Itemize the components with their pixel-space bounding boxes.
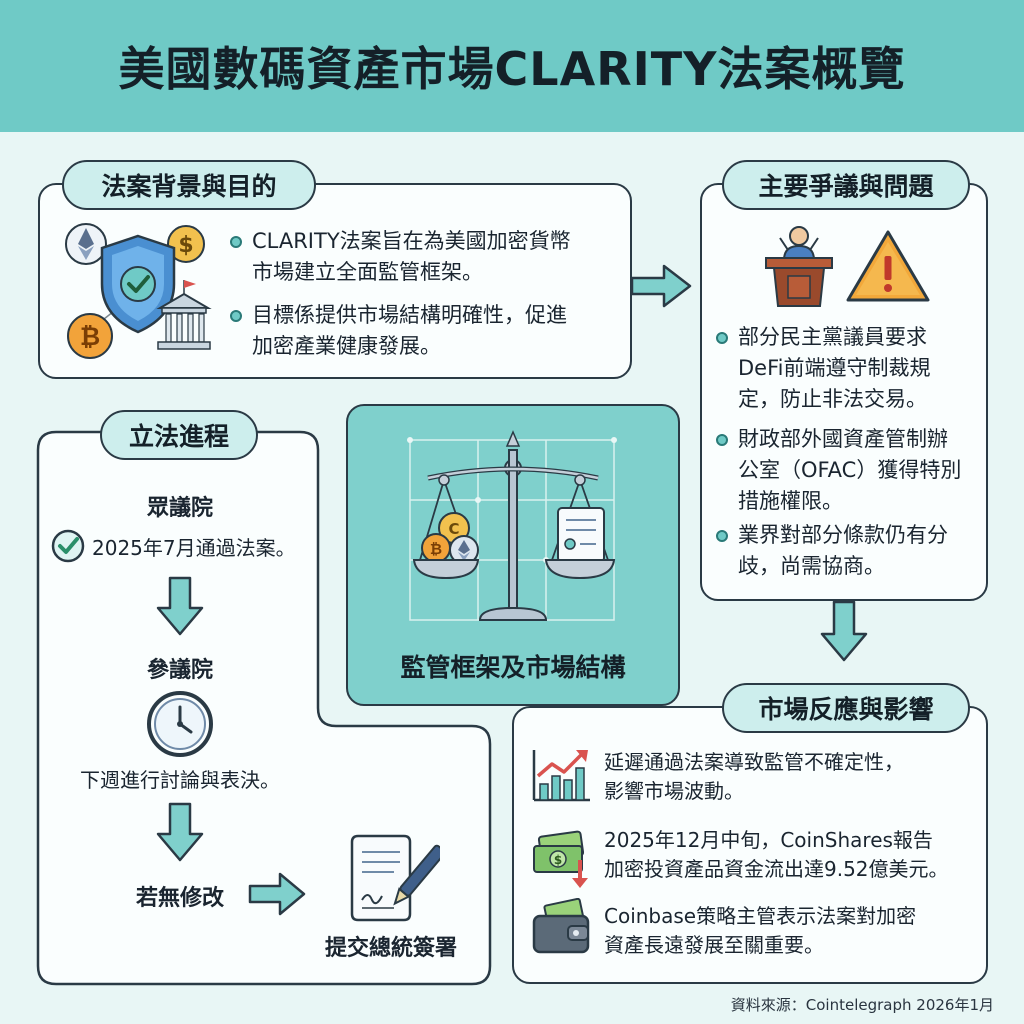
- center-framework-label: 監管框架及市場結構: [400, 653, 626, 682]
- svg-text:₿: ₿: [430, 540, 442, 558]
- arrow-down-icon: [156, 576, 204, 636]
- arrow-down-icon: [820, 600, 868, 662]
- presidential-signature-label: 提交總統簽署: [324, 936, 457, 961]
- crypto-coins-icon: C ₿: [421, 512, 479, 565]
- check-circle-icon: [51, 529, 85, 563]
- disputes-panel: [700, 183, 988, 601]
- market-item-3-text: Coinbase策略主管表示法案對加密 資產長遠發展至關重要。: [604, 904, 917, 957]
- disputes-heading: 主要爭議與問題: [722, 160, 970, 210]
- podium-speaker-icon: [765, 226, 833, 307]
- svg-text:$: $: [554, 853, 562, 867]
- bullet-dot: [230, 310, 242, 322]
- bullet-dot: [716, 332, 728, 344]
- house-label: 眾議院: [146, 496, 213, 521]
- disputes-bullet-1: 部分民主黨議員要求 DeFi前端遵守制裁規 定，防止非法交易。: [716, 322, 984, 415]
- svg-text:C: C: [448, 520, 459, 538]
- process-heading: 立法進程: [100, 410, 258, 460]
- bullet-dot: [716, 434, 728, 446]
- arrow-down-icon: [156, 802, 204, 862]
- chart-up-icon: [532, 750, 590, 802]
- bitcoin-icon: ₿: [67, 313, 113, 359]
- page-title: 美國數碼資產市場CLARITY法案概覽: [118, 42, 906, 96]
- title-banner: 美國數碼資產市場CLARITY法案概覽: [0, 0, 1024, 132]
- disputes-bullet-3: 業界對部分條款仍有分 歧，尚需協商。: [716, 520, 984, 582]
- market-item-2-text: 2025年12月中旬，CoinShares報告 加密投資產品資金流出達9.52億…: [604, 828, 949, 881]
- document-icon: [557, 507, 605, 563]
- disputes-bullet-2: 財政部外國資產管制辦 公室（OFAC）獲得特別 措施權限。: [716, 424, 984, 517]
- disputes-illustration: [765, 226, 930, 307]
- clock-icon: [147, 691, 213, 757]
- bullet-dot: [716, 530, 728, 542]
- background-bullet-1: CLARITY法案旨在為美國加密貨幣 市場建立全面監管框架。: [230, 226, 620, 288]
- warning-icon: [846, 230, 930, 302]
- market-panel: [512, 706, 988, 984]
- market-heading: 市場反應與影響: [722, 683, 970, 733]
- wallet-icon: [532, 898, 590, 954]
- bullet-dot: [230, 236, 242, 248]
- market-item-1-text: 延遲通過法案導致監管不確定性， 影響市場波動。: [604, 750, 904, 803]
- svg-text:₿: ₿: [80, 322, 100, 351]
- bank-building-icon: [156, 280, 212, 350]
- senate-label: 參議院: [146, 658, 213, 683]
- dollar-coin-icon: $: [167, 225, 205, 263]
- house-status: 2025年7月通過法案。: [50, 528, 320, 564]
- balance-scale-icon: C ₿: [407, 430, 617, 621]
- background-bullet-2: 目標係提供市場結構明確性，促進 加密產業健康發展。: [230, 300, 620, 362]
- arrow-right-icon: [630, 264, 692, 308]
- senate-status: 下週進行討論與表決。: [80, 768, 280, 792]
- background-heading: 法案背景與目的: [62, 160, 316, 210]
- shield-check-icon: [100, 234, 176, 334]
- source-credit: 資料來源：Cointelegraph 2026年1月: [730, 996, 994, 1014]
- background-illustration: $ ₿: [65, 223, 212, 359]
- document-sign-icon: [350, 834, 440, 922]
- arrow-right-icon: [248, 872, 306, 916]
- svg-text:$: $: [178, 233, 193, 258]
- ethereum-icon: [65, 223, 107, 265]
- money-outflow-icon: $: [533, 830, 588, 888]
- no-amendment-label: 若無修改: [135, 886, 224, 911]
